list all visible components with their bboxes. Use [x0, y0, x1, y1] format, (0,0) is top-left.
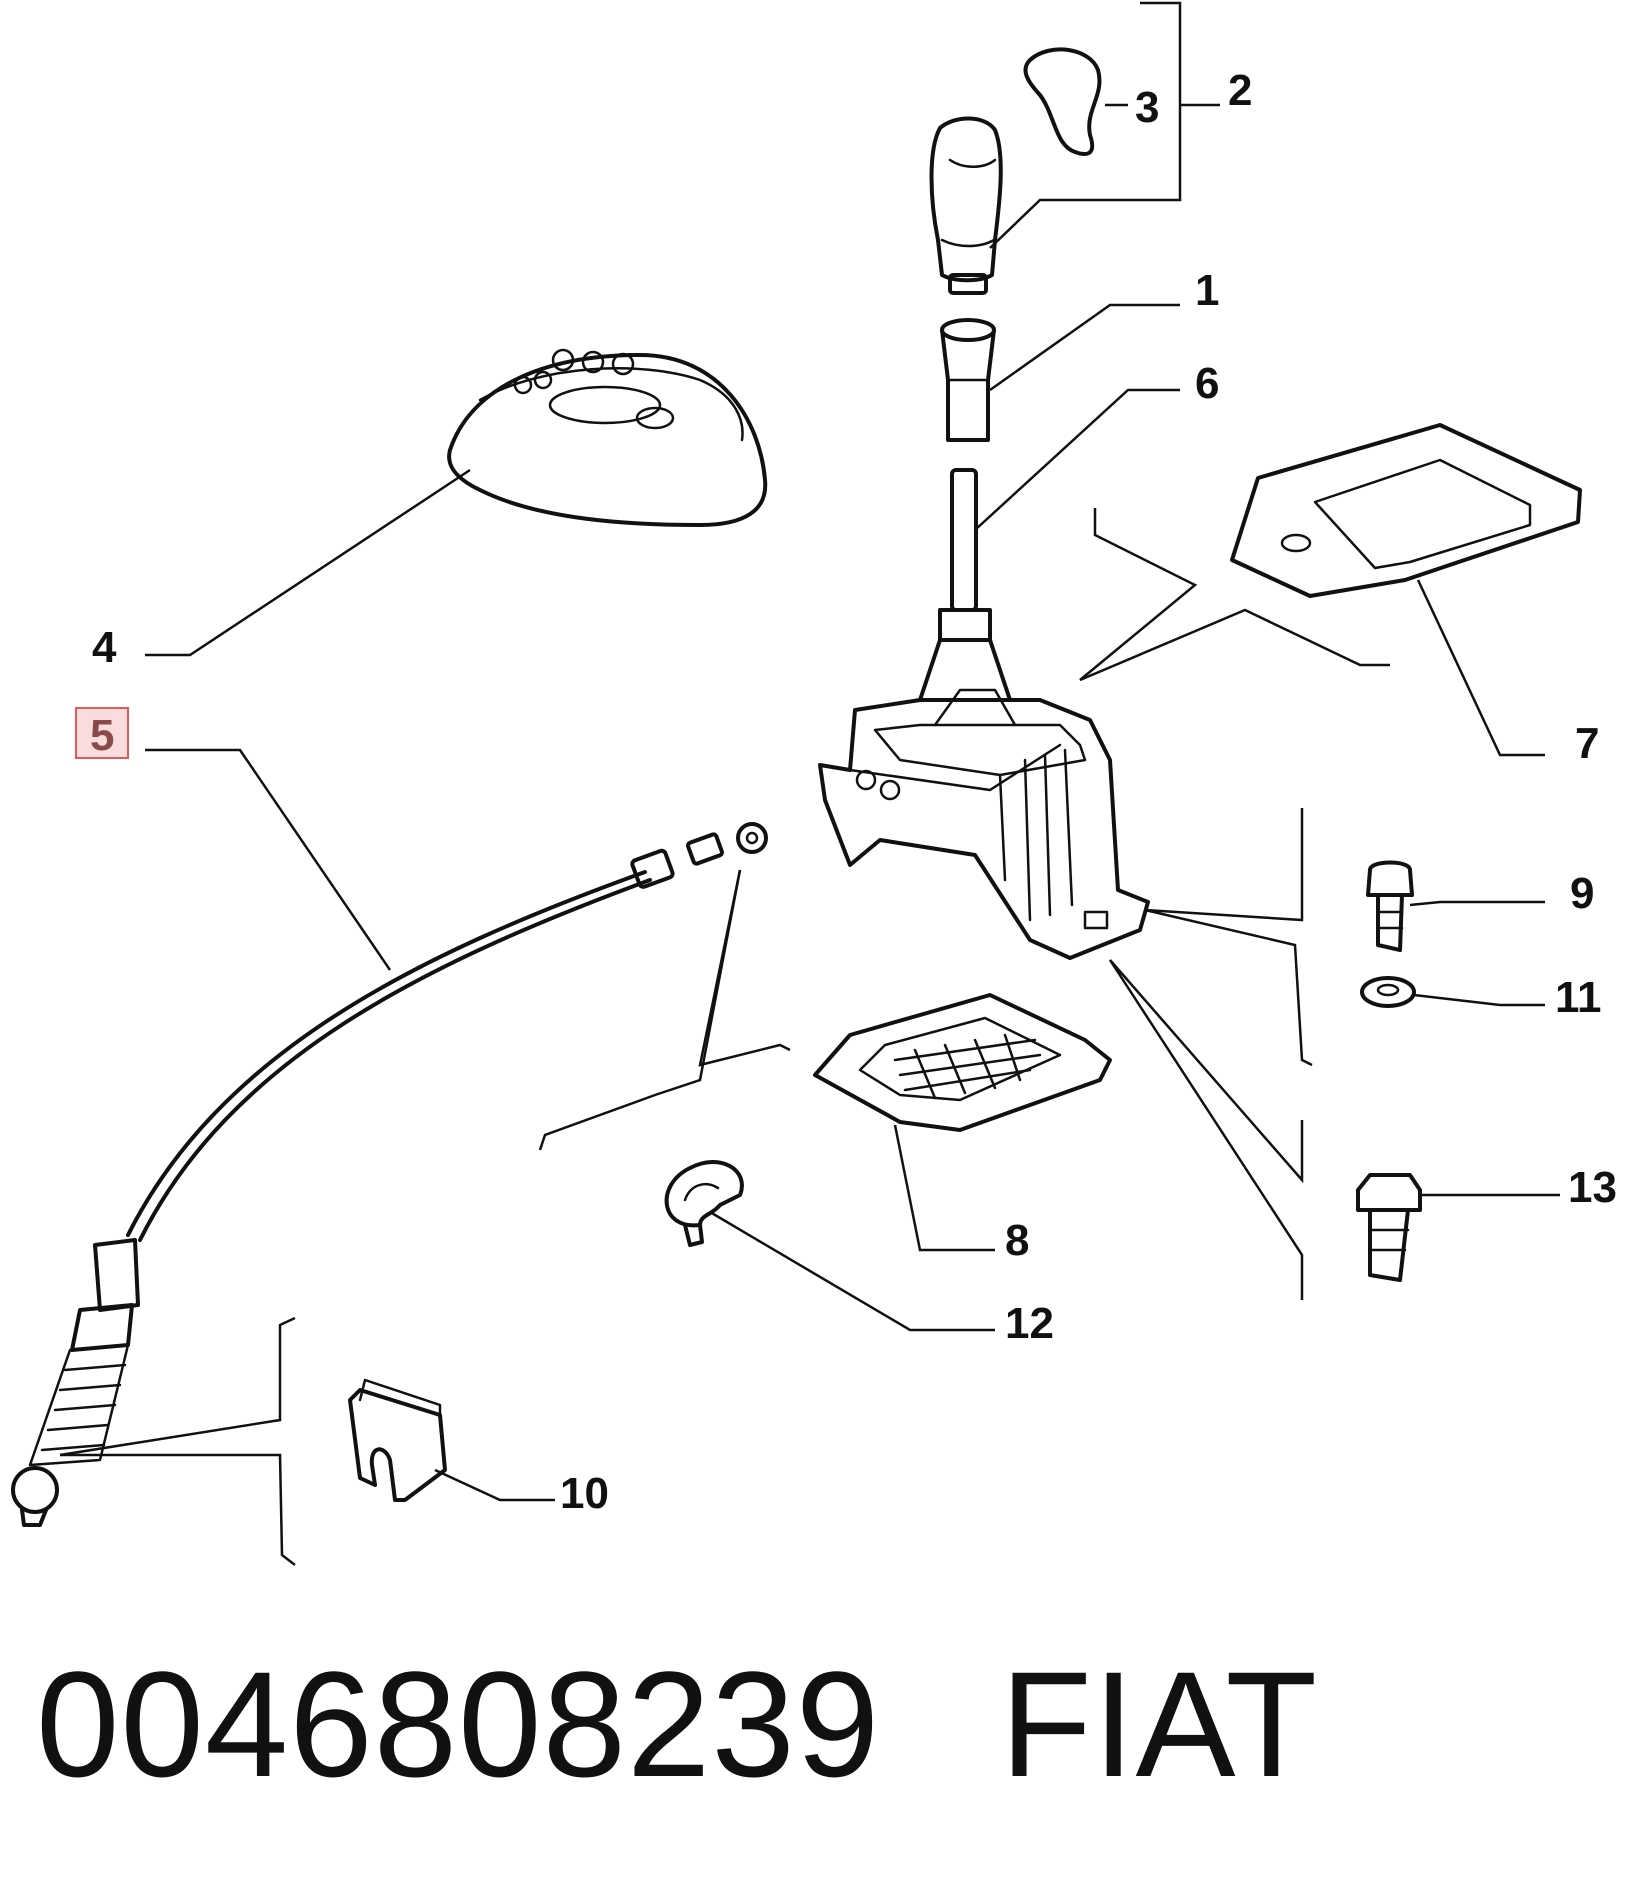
part-9-bolt	[1366, 860, 1414, 952]
callout-11: 11	[1555, 973, 1602, 1022]
callout-1: 1	[1195, 266, 1219, 315]
callout-4: 4	[92, 623, 117, 672]
callout-7: 7	[1575, 719, 1599, 768]
part-caption: 0046808239 FIAT	[36, 1638, 1438, 1811]
callout-5: 5	[90, 711, 114, 760]
part-1-sleeve	[940, 318, 996, 442]
part-number: 0046808239	[36, 1640, 881, 1808]
callout-9: 9	[1570, 869, 1594, 918]
callout-8: 8	[1005, 1216, 1029, 1265]
part-11-washer	[1360, 976, 1416, 1008]
callout-6: 6	[1195, 359, 1219, 408]
callout-10: 10	[560, 1469, 609, 1518]
part-10-retaining-clip	[348, 1378, 447, 1502]
callout-3: 3	[1135, 83, 1159, 132]
part-13-bolt	[1356, 1173, 1422, 1282]
part-3-knob-insert	[1023, 47, 1102, 156]
part-8-gate-plate	[813, 993, 1112, 1132]
part-5-control-cable	[11, 822, 768, 1527]
part-2-gear-knob	[929, 116, 1003, 295]
brand-name: FIAT	[1000, 1640, 1319, 1808]
callout-labels: 1 2 3 4 5 6 7 8 9 10 11 12 13	[90, 66, 1617, 1518]
leader-lines	[59, 1, 1560, 1566]
callout-2: 2	[1228, 66, 1252, 115]
part-12-clip	[664, 1160, 744, 1247]
part-6-shift-lever-housing	[818, 468, 1150, 960]
part-7-gasket-plate	[1230, 423, 1582, 598]
part-4-selector-cover	[447, 348, 768, 527]
callout-13: 13	[1568, 1163, 1617, 1212]
callout-5-highlight	[75, 707, 129, 759]
callout-12: 12	[1005, 1299, 1054, 1348]
exploded-parts-diagram: 1 2 3 4 5 6 7 8 9 10 11 12 13	[11, 1, 1617, 1566]
